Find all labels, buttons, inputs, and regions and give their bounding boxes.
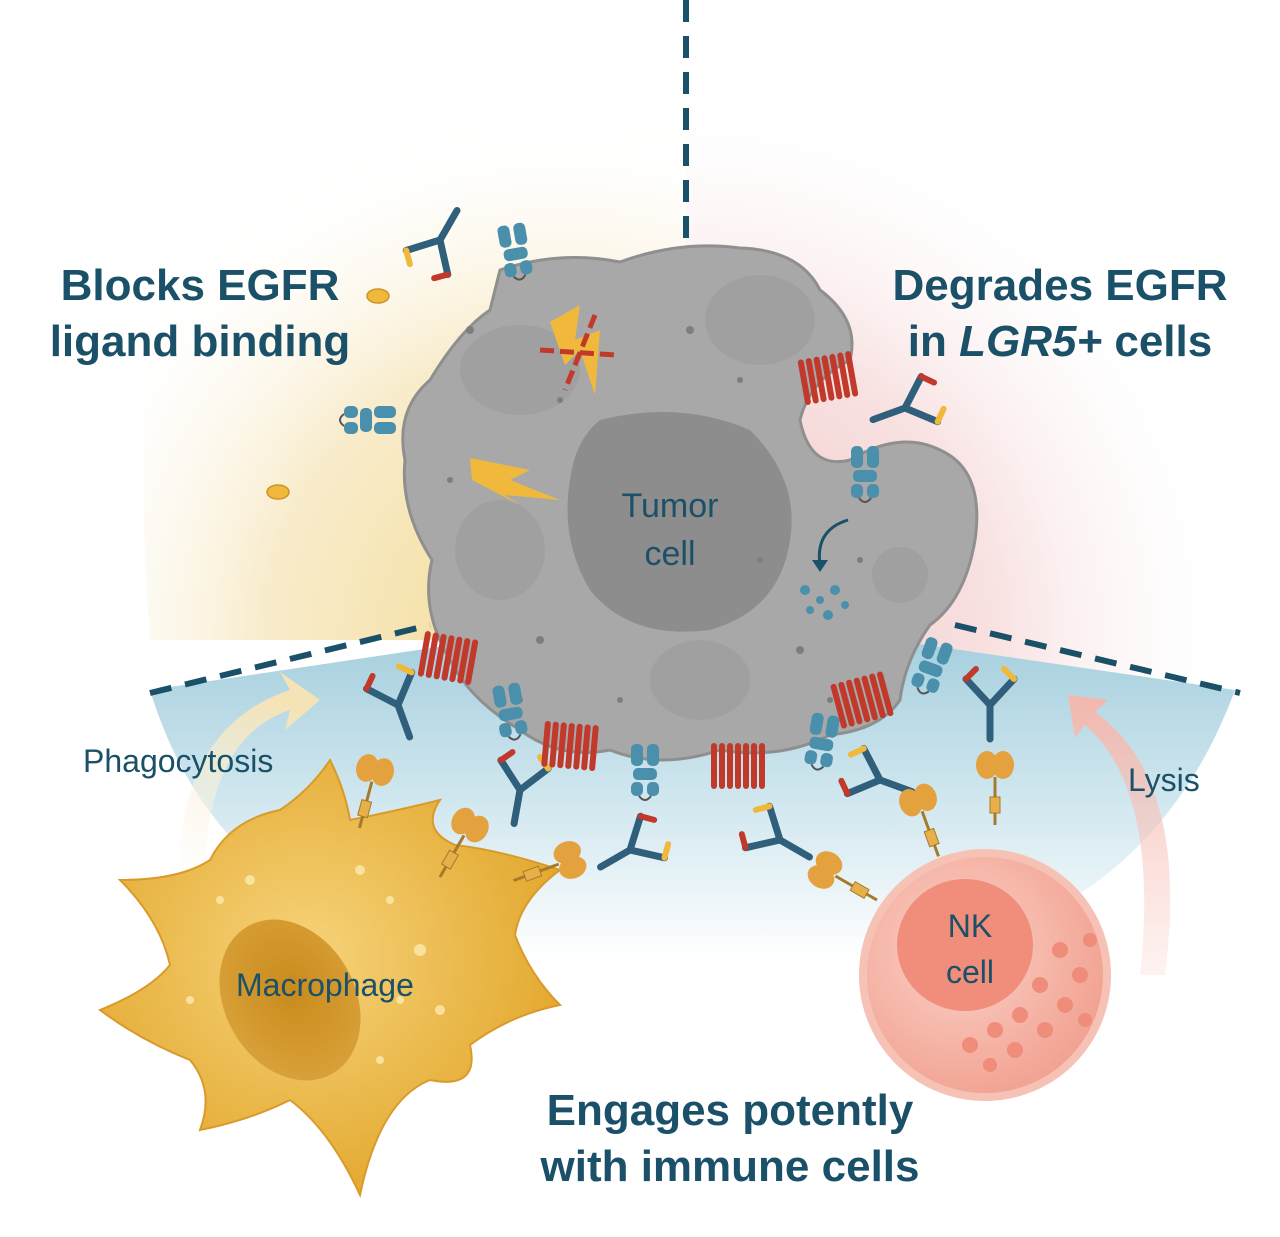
degrades-heading: Degrades EGFR in LGR5+ cells <box>892 261 1228 366</box>
tumor-vacuole <box>872 547 928 603</box>
macrophage-label: Macrophage <box>236 967 414 1003</box>
phagocytosis-label: Phagocytosis <box>83 743 274 779</box>
macrophage-nucleus <box>219 919 361 1081</box>
divider-left <box>149 622 431 696</box>
macrophage-granules <box>186 865 445 1064</box>
blocks-heading: Blocks EGFR ligand binding <box>49 261 351 366</box>
blocked-cross-icon <box>539 314 616 391</box>
tumor-granules <box>447 326 863 703</box>
engages-heading: Engages potently with immune cells <box>540 1086 920 1191</box>
tumor-vacuole <box>460 325 580 415</box>
free-ligand <box>366 288 390 304</box>
tumor-vacuole <box>455 500 545 600</box>
internalization-arrow <box>817 518 849 566</box>
degraded-fragments <box>800 585 849 620</box>
tumor-vacuole <box>705 275 815 365</box>
tumor-vacuole <box>650 640 750 720</box>
ligand-bolt <box>470 458 560 505</box>
lysis-arrow <box>1068 695 1171 975</box>
lysis-label: Lysis <box>1128 762 1200 798</box>
free-ligand <box>266 484 290 500</box>
nk-nucleus <box>897 879 1033 1011</box>
nk-granules <box>962 933 1097 1072</box>
ligand-bolt-blocked <box>550 305 600 395</box>
tumor-nucleus <box>567 412 792 632</box>
nk-cell-label: NK cell <box>945 908 994 990</box>
tumor-cell-label: Tumor cell <box>621 487 719 573</box>
divider-right <box>954 622 1241 696</box>
